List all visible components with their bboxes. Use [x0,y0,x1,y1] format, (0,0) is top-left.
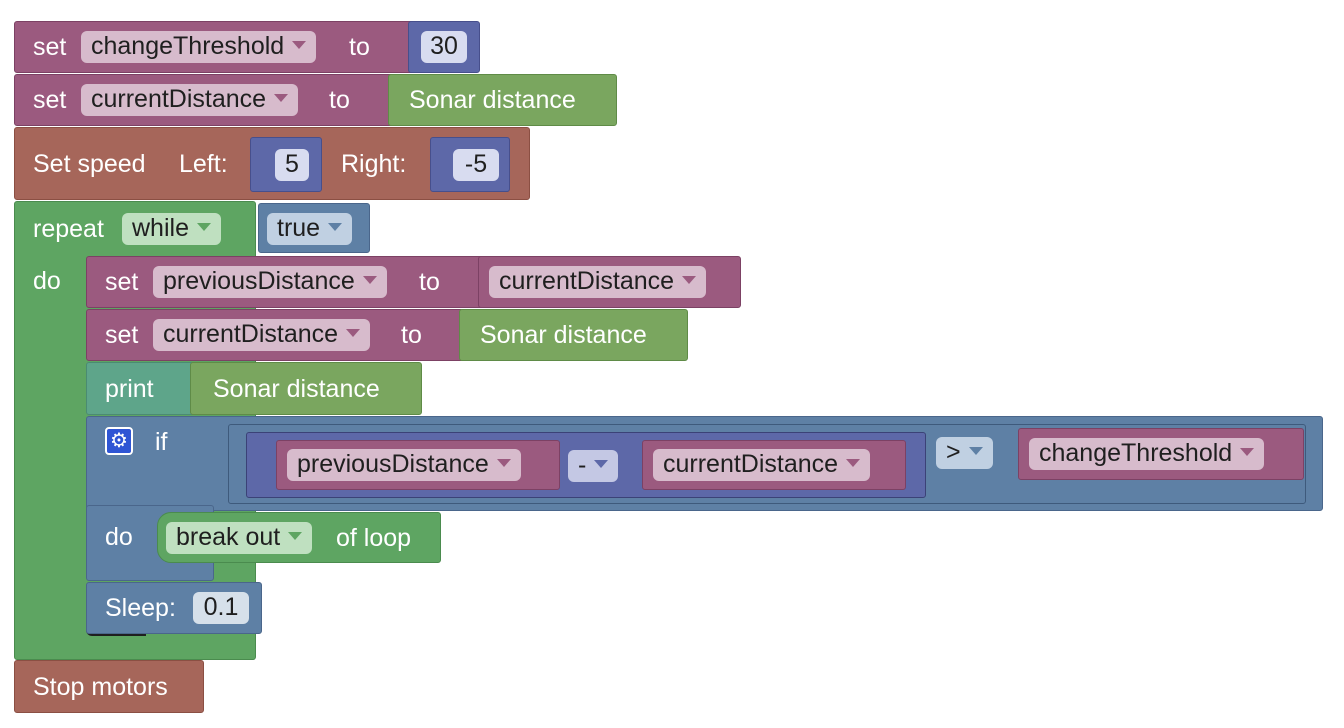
to-keyword: to [401,321,422,349]
right-speed-field[interactable]: -5 [453,149,499,181]
print-block[interactable]: print [86,362,196,415]
right-label: Right: [341,150,407,178]
get-currentdistance-block[interactable]: currentDistance [478,256,741,308]
sleep-block[interactable]: Sleep: 0.1 [86,582,262,634]
stop-motors-block[interactable]: Stop motors [14,660,204,713]
variable-dropdown[interactable]: currentDistance [653,449,871,481]
boolean-block[interactable]: true [258,203,370,253]
to-keyword: to [349,33,370,61]
comparison-dropdown[interactable]: > [936,437,993,469]
variable-dropdown[interactable]: currentDistance [153,319,371,351]
set-previousdistance-block[interactable]: set previousDistance to [86,256,484,308]
set-currentdistance-block[interactable]: set currentDistance to [14,74,394,126]
variable-name: currentDistance [91,85,267,113]
comparison-value: > [946,438,961,466]
right-number-block[interactable]: -5 [430,137,510,192]
number-field[interactable]: 30 [421,31,467,63]
chevron-down-icon [496,459,511,468]
loop-mode-value: while [132,214,189,242]
variable-name: currentDistance [499,267,675,295]
variable-dropdown[interactable]: changeThreshold [81,31,317,63]
number-block[interactable]: 30 [408,21,480,73]
variable-dropdown[interactable]: changeThreshold [1029,438,1265,470]
sonar-distance-label: Sonar distance [213,375,380,403]
do-keyword: do [33,267,61,295]
chevron-down-icon [288,532,303,541]
sonar-distance-block[interactable]: Sonar distance [388,74,617,126]
print-keyword: print [105,375,154,403]
chevron-down-icon [682,276,697,285]
variable-name: previousDistance [163,267,355,295]
repeat-keyword: repeat [33,215,104,243]
variable-dropdown[interactable]: previousDistance [287,449,521,481]
sonar-distance-label: Sonar distance [409,86,576,114]
variable-name: previousDistance [297,450,489,478]
boolean-dropdown[interactable]: true [267,213,353,245]
loop-mode-dropdown[interactable]: while [122,213,221,245]
of-loop-label: of loop [336,524,412,552]
to-keyword: to [419,268,440,296]
left-speed-field[interactable]: 5 [275,149,309,181]
boolean-value: true [277,214,321,242]
gear-icon[interactable]: ⚙ [105,427,133,455]
chevron-down-icon [196,223,211,232]
variable-dropdown[interactable]: previousDistance [153,266,387,298]
get-previousdistance-block[interactable]: previousDistance [276,440,560,490]
break-mode-dropdown[interactable]: break out [166,522,313,554]
chevron-down-icon [328,223,343,232]
chevron-down-icon [274,94,289,103]
variable-name: changeThreshold [91,32,285,60]
set-keyword: set [105,321,139,349]
variable-name: currentDistance [663,450,839,478]
sleep-label: Sleep: [105,594,176,622]
operator-value: - [578,451,587,479]
chevron-down-icon [292,41,307,50]
chevron-down-icon [362,276,377,285]
variable-name: currentDistance [163,320,339,348]
sleep-field[interactable]: 0.1 [193,592,249,624]
chevron-down-icon [968,447,983,456]
if-keyword: if [155,428,168,456]
set-changethreshold-block[interactable]: set changeThreshold to [14,21,414,73]
to-keyword: to [329,86,350,114]
variable-name: changeThreshold [1039,439,1233,467]
sonar-distance-label: Sonar distance [480,321,647,349]
get-currentdistance-block-2[interactable]: currentDistance [642,440,906,490]
set-keyword: set [33,86,67,114]
set-keyword: set [105,268,139,296]
variable-dropdown[interactable]: currentDistance [81,84,299,116]
operator-dropdown[interactable]: - [568,450,619,482]
break-mode-value: break out [176,523,281,551]
set-currentdistance-block-2[interactable]: set currentDistance to [86,309,464,361]
sonar-distance-block-2[interactable]: Sonar distance [459,309,688,361]
chevron-down-icon [846,459,861,468]
chevron-down-icon [1240,448,1255,457]
do-keyword: do [105,523,133,551]
chevron-down-icon [594,460,609,469]
left-label: Left: [179,150,228,178]
chevron-down-icon [346,329,361,338]
break-loop-block[interactable]: break out of loop [157,512,441,563]
get-changethreshold-block[interactable]: changeThreshold [1018,428,1304,480]
left-number-block[interactable]: 5 [250,137,322,192]
sonar-distance-block-3[interactable]: Sonar distance [190,362,422,415]
variable-dropdown[interactable]: currentDistance [489,266,707,298]
stop-motors-label: Stop motors [33,673,168,701]
set-keyword: set [33,33,67,61]
set-speed-label: Set speed [33,150,146,178]
